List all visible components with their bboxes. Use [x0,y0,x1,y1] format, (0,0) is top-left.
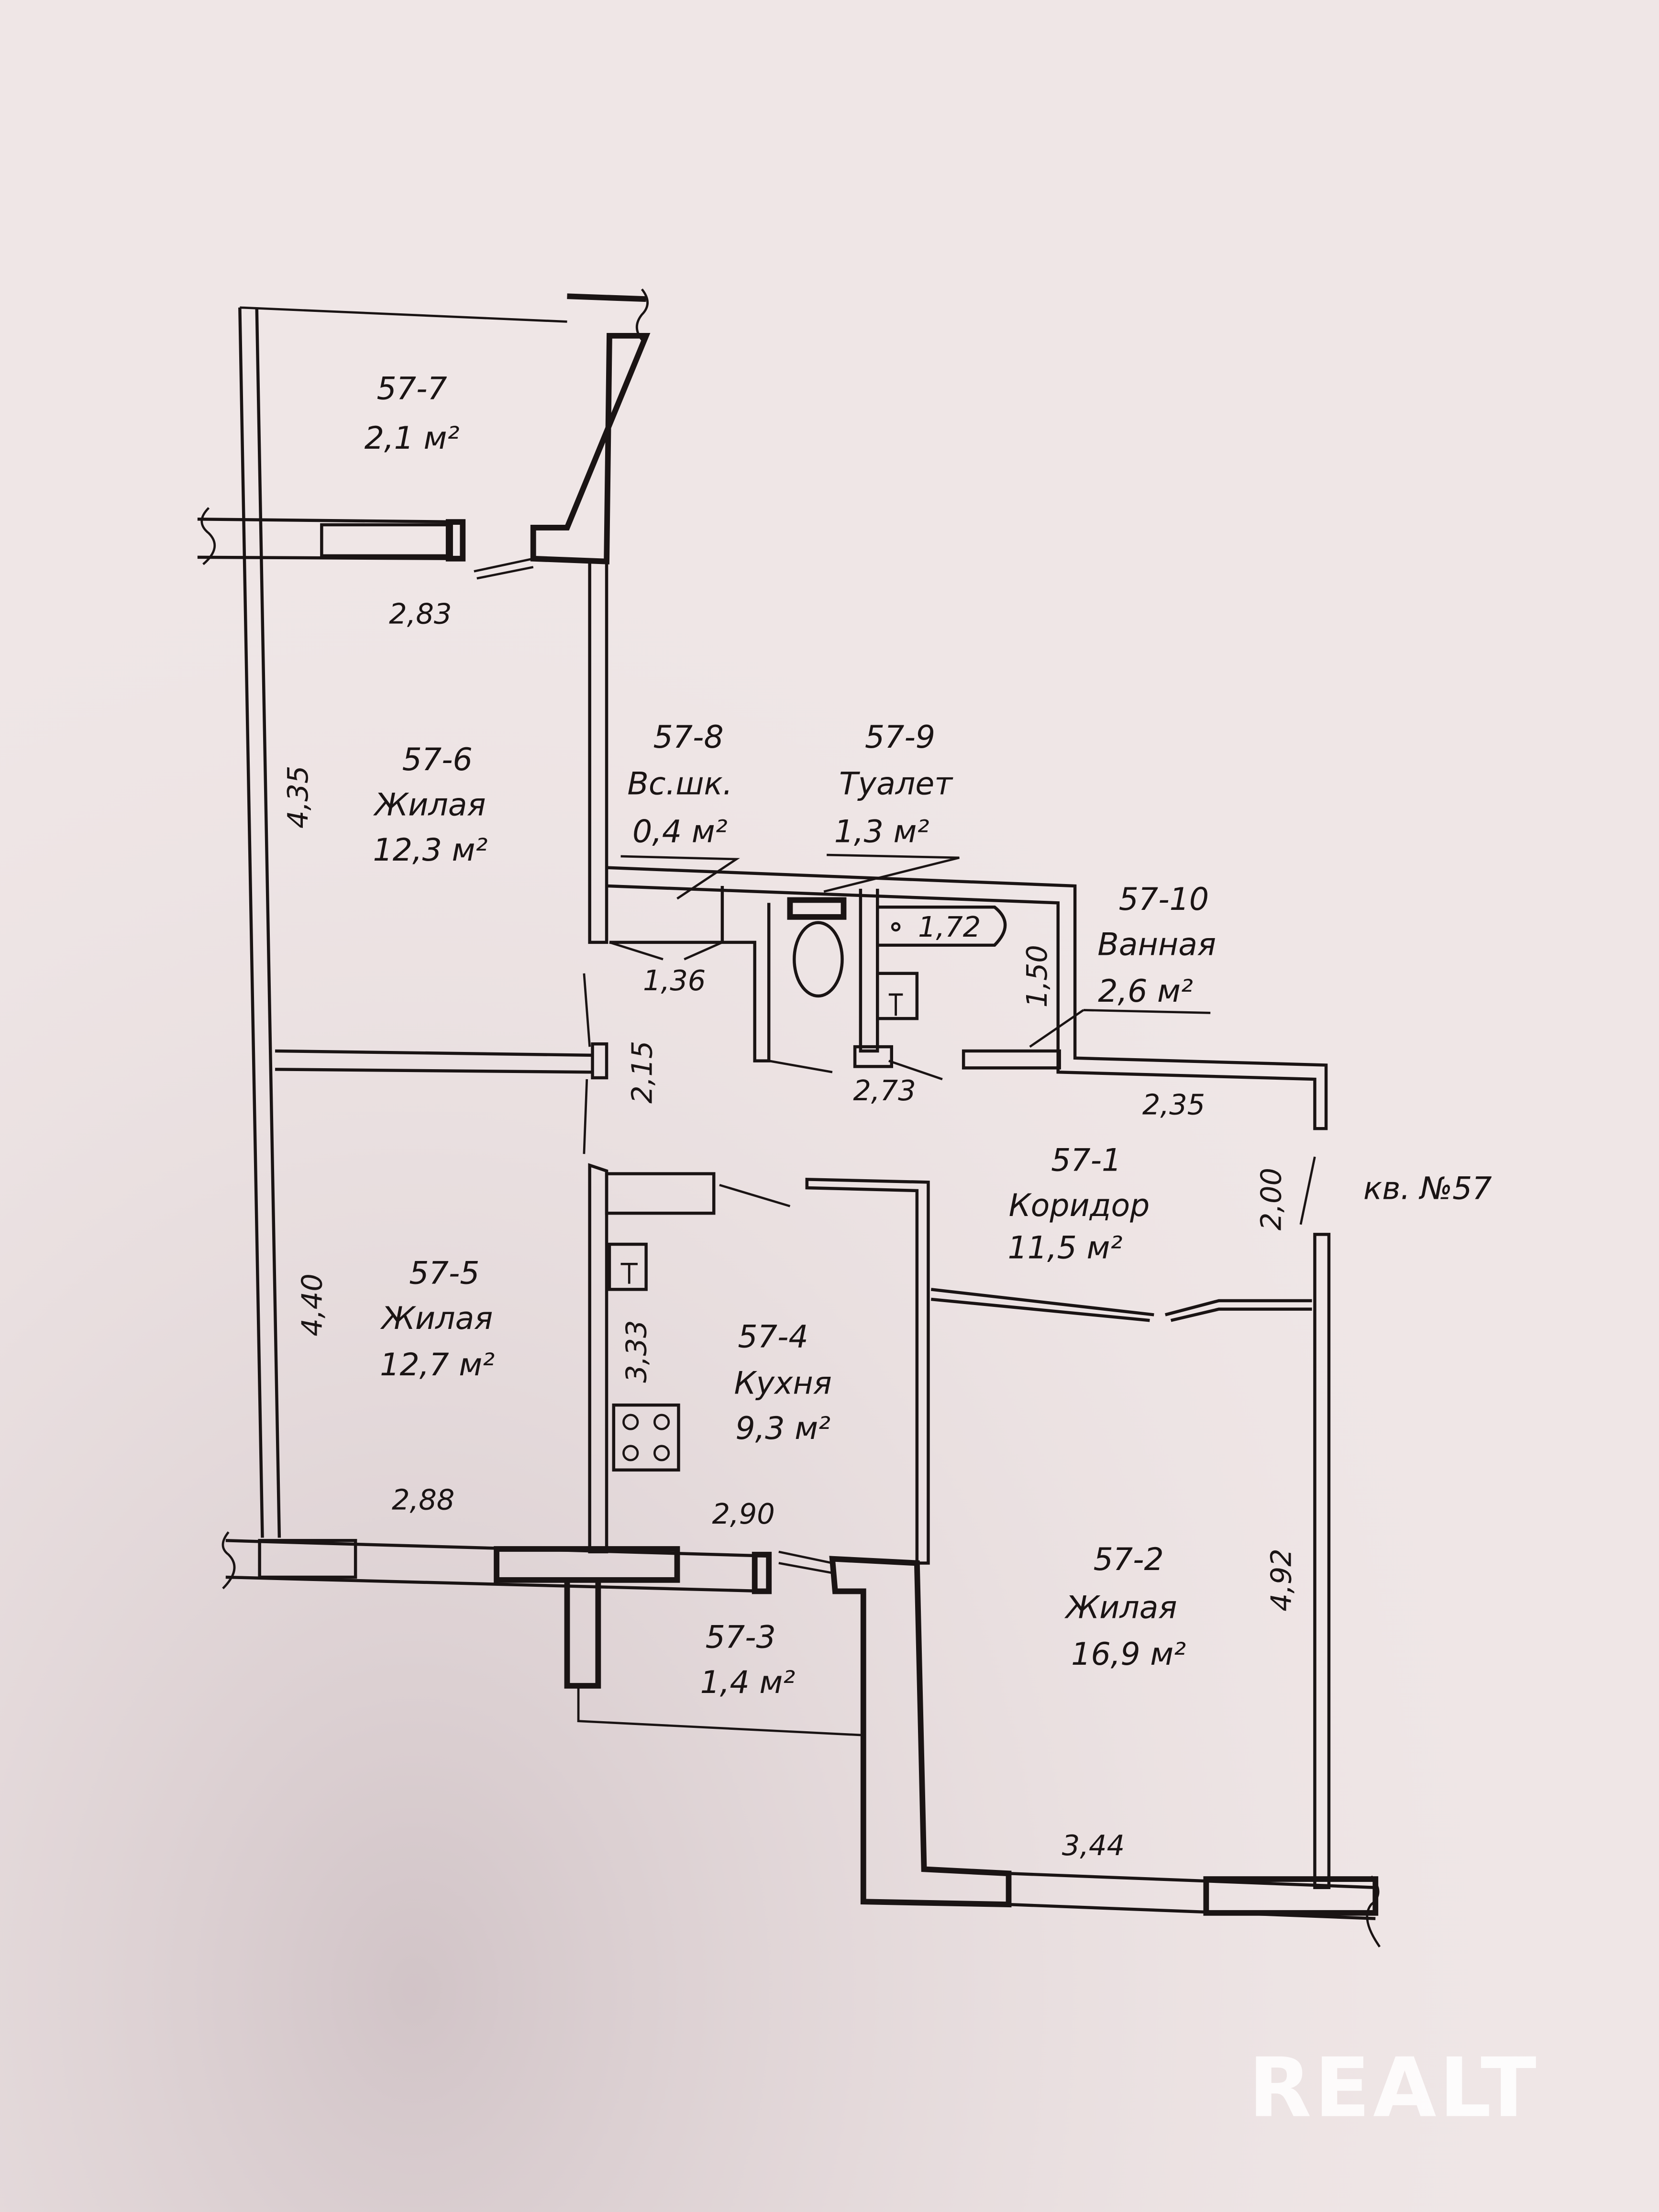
room-57-3-area: 1,4 м² [700,1665,796,1701]
dim-2-00: 2,00 [1255,1168,1288,1230]
room-57-2-id: 57-2 [1094,1542,1164,1578]
room-57-5-name: Жилая [380,1301,493,1337]
room-57-7-area: 2,1 м² [365,420,460,456]
room-57-4-name: Кухня [734,1366,832,1402]
dim-1-72: 1,72 [918,910,981,943]
apartment-label: кв. №57 [1363,1171,1492,1207]
dim-2-90: 2,90 [712,1497,774,1530]
room-57-2-area: 16,9 м² [1071,1637,1186,1672]
room-57-6-id: 57-6 [402,742,473,778]
room-57-1-id: 57-1 [1051,1143,1121,1179]
dim-4-92: 4,92 [1264,1548,1297,1611]
dim-3-33: 3,33 [620,1320,653,1382]
room-57-3-id: 57-3 [706,1619,776,1655]
dim-2-88: 2,88 [392,1483,454,1516]
room-57-9-name: Туалет [839,766,953,802]
dim-4-35: 4,35 [281,766,314,829]
room-57-10-area: 2,6 м² [1098,973,1193,1009]
room-57-1-area: 11,5 м² [1007,1230,1122,1266]
dim-2-35: 2,35 [1142,1088,1205,1121]
dim-2-83: 2,83 [389,597,452,630]
room-57-7-id: 57-7 [377,371,447,407]
room-57-4-id: 57-4 [738,1319,808,1355]
realt-watermark: REALT [1249,2040,1539,2135]
room-57-9-area: 1,3 м² [834,814,929,850]
room-57-4-area: 9,3 м² [735,1411,830,1447]
room-57-5-id: 57-5 [409,1256,479,1292]
room-57-5-area: 12,7 м² [380,1347,495,1383]
room-57-6-name: Жилая [373,787,486,823]
dimension-labels: 2,83 4,35 1,36 2,15 1,72 1,50 2,73 2,35 … [281,597,1297,1861]
room-57-8-name: Вс.шк. [627,766,732,802]
room-57-10-id: 57-10 [1119,882,1209,918]
room-57-9-id: 57-9 [865,719,935,755]
dim-2-15: 2,15 [625,1041,658,1104]
walls [197,288,1381,1947]
dim-3-44: 3,44 [1062,1829,1125,1862]
room-57-8-id: 57-8 [653,719,724,755]
dim-1-50: 1,50 [1020,945,1053,1007]
room-57-1-name: Коридор [1009,1188,1150,1224]
room-57-10-name: Ванная [1097,927,1216,962]
dim-1-36: 1,36 [643,964,706,997]
room-labels: 57-7 2,1 м² 57-6 Жилая 12,3 м² 57-8 Вс.ш… [365,371,1492,1701]
room-57-6-area: 12,3 м² [373,832,487,868]
room-57-8-area: 0,4 м² [632,814,728,850]
dim-4-40: 4,40 [295,1273,328,1336]
room-57-2-name: Жилая [1064,1590,1177,1626]
dim-2-73: 2,73 [853,1074,916,1107]
